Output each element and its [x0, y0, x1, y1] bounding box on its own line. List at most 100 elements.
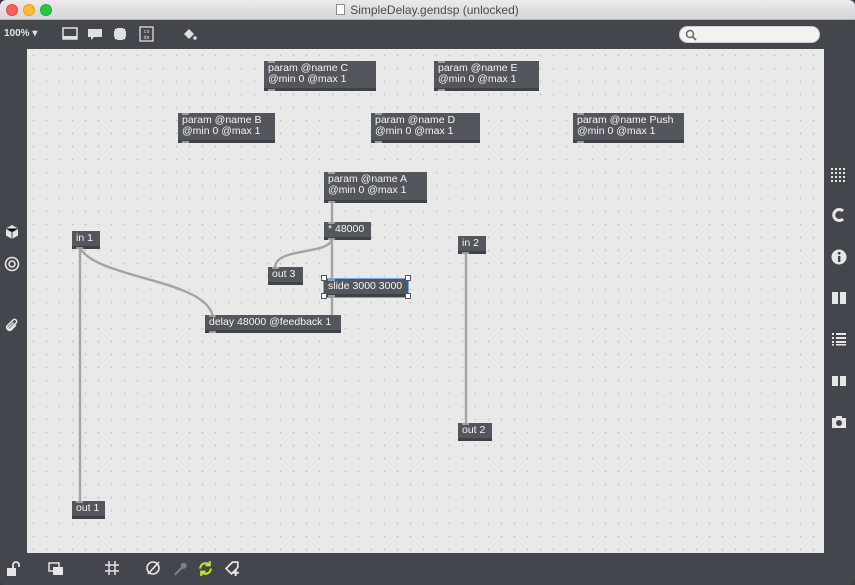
inlet[interactable] — [272, 267, 279, 269]
outlet[interactable] — [375, 141, 382, 143]
paint-bucket-icon[interactable] — [180, 26, 198, 42]
add-tag-icon[interactable] — [224, 560, 241, 577]
zoom-window-button[interactable] — [40, 4, 52, 16]
document-icon — [336, 4, 346, 15]
outlet[interactable] — [438, 89, 445, 91]
out-1-object[interactable]: out 1 — [72, 501, 105, 519]
out-3-object[interactable]: out 3 — [268, 267, 303, 285]
out-2-object[interactable]: out 2 — [458, 423, 492, 441]
window-title: SimpleDelay.gendsp (unlocked) — [0, 3, 855, 17]
paperclip-icon[interactable] — [4, 317, 20, 333]
object-text-line2: @min 0 @max 1 — [268, 73, 347, 85]
inlet[interactable] — [375, 113, 382, 115]
bottom-toolbar — [0, 553, 855, 585]
param-c-object[interactable]: param @name C @min 0 @max 1 — [264, 61, 376, 91]
left-sidebar — [0, 49, 27, 553]
svg-text:co: co — [143, 29, 149, 35]
object-text-line1: param @name D — [375, 114, 456, 126]
inlet[interactable] — [182, 113, 189, 115]
wrench-icon[interactable] — [172, 560, 188, 576]
object-text-line2: @min 0 @max 1 — [328, 184, 407, 196]
search-input[interactable] — [679, 26, 820, 43]
comment-icon[interactable] — [86, 26, 104, 42]
columns-icon[interactable] — [831, 291, 847, 305]
in-2-object[interactable]: in 2 — [458, 236, 486, 254]
object-text-line1: param @name E — [438, 62, 518, 74]
slide-object[interactable]: slide 3000 3000 — [323, 278, 409, 298]
object-text-line1: param @name B — [182, 114, 262, 126]
outlet[interactable] — [577, 141, 584, 143]
zoom-menu[interactable]: 100% ▾ — [4, 28, 37, 39]
camera-icon[interactable] — [831, 414, 847, 430]
resize-handle[interactable] — [405, 275, 411, 281]
object-text: out 2 — [462, 424, 486, 436]
object-text-line1: param @name Push — [577, 114, 674, 126]
inlet[interactable] — [438, 61, 445, 63]
patch-canvas[interactable]: param @name C @min 0 @max 1 param @name … — [27, 49, 824, 553]
outlet[interactable] — [182, 141, 189, 143]
object-text-line2: @min 0 @max 1 — [438, 73, 517, 85]
object-text-line1: param @name A — [328, 173, 407, 185]
list-icon[interactable] — [831, 332, 847, 346]
chevron-down-icon: ▾ — [32, 28, 38, 39]
grid-palette-icon[interactable] — [830, 167, 848, 185]
cord-mult-out3 — [273, 237, 334, 269]
inlet[interactable] — [577, 113, 584, 115]
cord-in1-delay — [78, 246, 215, 319]
object-text: out 3 — [272, 268, 296, 280]
outlet[interactable] — [328, 201, 335, 203]
param-e-object[interactable]: param @name E @min 0 @max 1 — [434, 61, 539, 91]
outlet[interactable] — [328, 295, 335, 297]
layers-icon[interactable] — [48, 561, 64, 577]
inlet[interactable] — [328, 222, 335, 224]
package-icon[interactable] — [4, 224, 20, 240]
grid-icon[interactable] — [104, 560, 120, 576]
mute-icon[interactable] — [145, 560, 161, 576]
delay-object[interactable]: delay 48000 @feedback 1 — [205, 315, 341, 333]
search-icon — [685, 29, 697, 41]
outlet[interactable] — [76, 247, 83, 249]
outlet[interactable] — [268, 89, 275, 91]
object-text: * 48000 — [328, 223, 365, 235]
object-text: delay 48000 @feedback 1 — [209, 316, 332, 328]
object-text-line2: @min 0 @max 1 — [375, 125, 454, 137]
book-icon[interactable] — [831, 374, 847, 388]
object-text: in 2 — [462, 237, 479, 249]
inlet[interactable] — [328, 279, 335, 281]
outlet[interactable] — [462, 252, 469, 254]
cycling-c-icon[interactable] — [831, 207, 847, 223]
resize-handle[interactable] — [405, 293, 411, 299]
object-text: in 1 — [76, 232, 93, 244]
fullscreen-icon[interactable] — [111, 26, 129, 42]
param-d-object[interactable]: param @name D @min 0 @max 1 — [371, 113, 480, 143]
object-text-line2: @min 0 @max 1 — [577, 125, 656, 137]
outlet[interactable] — [328, 238, 335, 240]
lock-icon[interactable] — [5, 561, 21, 577]
resize-handle[interactable] — [321, 293, 327, 299]
presentation-icon[interactable] — [61, 26, 79, 42]
resize-handle[interactable] — [321, 275, 327, 281]
inlet[interactable] — [209, 315, 216, 317]
minimize-window-button[interactable] — [23, 4, 35, 16]
inlet[interactable] — [76, 501, 83, 503]
svg-text:de: de — [143, 35, 149, 41]
window-title-text: SimpleDelay.gendsp (unlocked) — [350, 3, 519, 17]
close-window-button[interactable] — [6, 4, 18, 16]
param-b-object[interactable]: param @name B @min 0 @max 1 — [178, 113, 275, 143]
refresh-icon[interactable] — [197, 560, 214, 577]
outlet[interactable] — [209, 331, 216, 333]
inlet[interactable] — [268, 61, 275, 63]
in-1-object[interactable]: in 1 — [72, 231, 100, 249]
inlet[interactable] — [328, 172, 335, 174]
object-text-line1: param @name C — [268, 62, 349, 74]
multiply-object[interactable]: * 48000 — [324, 222, 371, 240]
info-icon[interactable] — [831, 249, 847, 265]
param-a-object[interactable]: param @name A @min 0 @max 1 — [324, 172, 427, 203]
object-text: slide 3000 3000 — [328, 280, 403, 292]
target-icon[interactable] — [4, 256, 20, 272]
param-push-object[interactable]: param @name Push @min 0 @max 1 — [573, 113, 684, 143]
inlet[interactable] — [462, 423, 469, 425]
